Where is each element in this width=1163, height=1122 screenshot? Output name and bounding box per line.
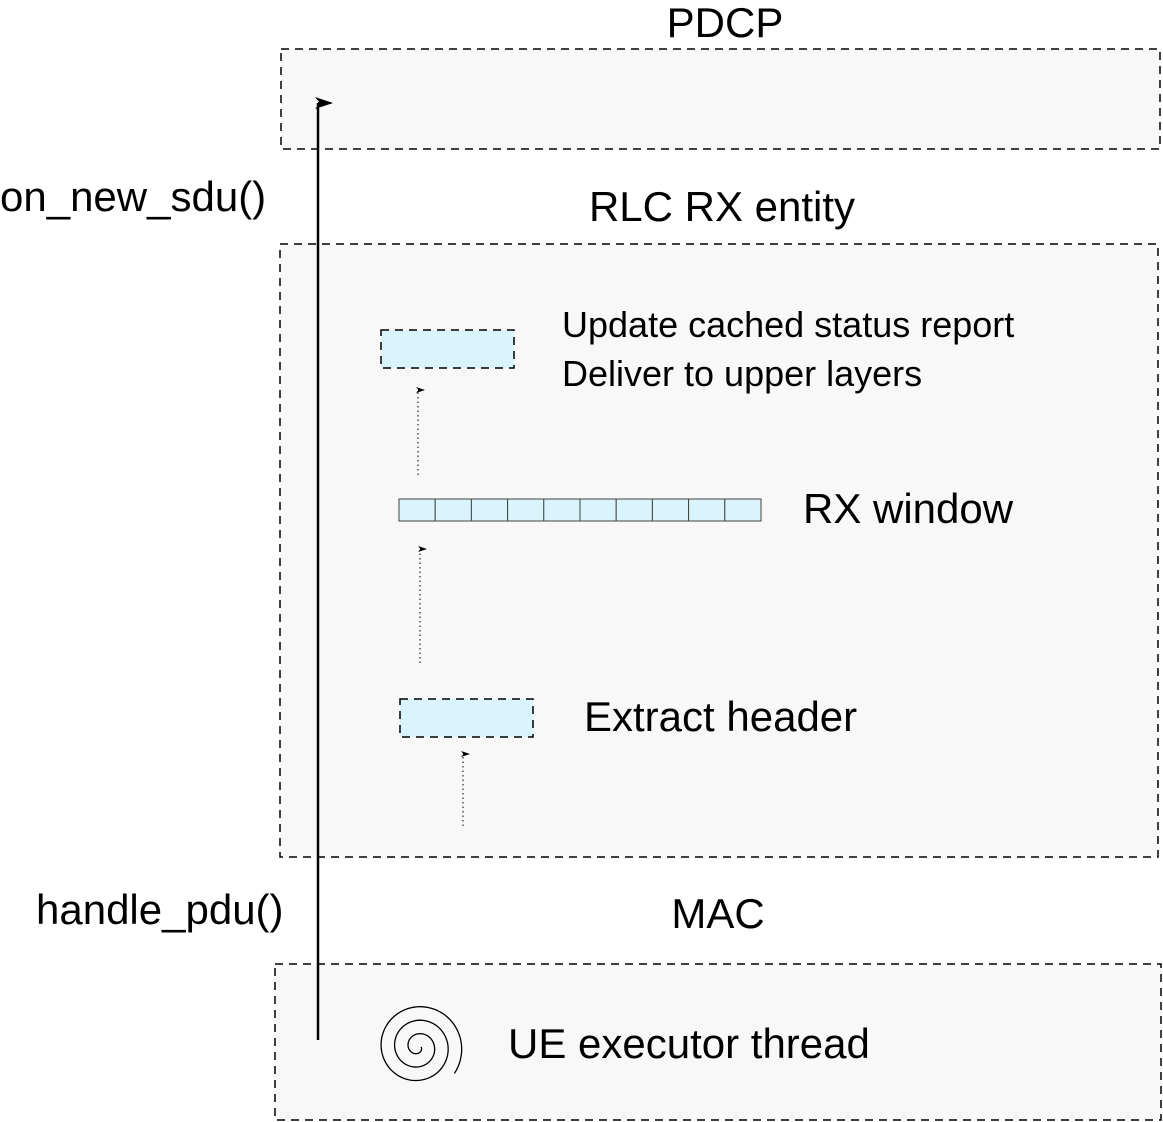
deliver-line-2: Deliver to upper layers [562, 353, 922, 394]
rx-window-slot [688, 498, 726, 522]
rx-window-slot [615, 498, 653, 522]
handle-pdu-label: handle_pdu() [36, 886, 284, 933]
rx-window-slot [507, 498, 545, 522]
deliver-line-1: Update cached status report [562, 304, 1014, 345]
rx-window-label: RX window [803, 485, 1014, 532]
rx-window-slot [651, 498, 690, 522]
rx-window-slot [434, 498, 472, 522]
mac-box [274, 963, 1162, 1121]
deliver-stage-box [380, 329, 515, 369]
pdcp-title: PDCP [667, 0, 784, 46]
rx-window-slot [470, 498, 509, 522]
rx-window-slot [398, 498, 436, 522]
rlc-rx-title: RLC RX entity [589, 183, 855, 230]
mac-title: MAC [671, 890, 764, 937]
rx-window-slot [579, 498, 617, 522]
on-new-sdu-label: on_new_sdu() [0, 173, 266, 220]
pdcp-box [280, 48, 1161, 150]
rx-window-slot [724, 498, 762, 522]
ue-executor-thread-label: UE executor thread [508, 1020, 870, 1067]
extract-stage-box [399, 698, 534, 738]
rx-window [398, 498, 762, 522]
thread-spiral-icon [380, 1006, 463, 1082]
rx-window-slot [543, 498, 581, 522]
extract-header-label: Extract header [584, 693, 857, 740]
